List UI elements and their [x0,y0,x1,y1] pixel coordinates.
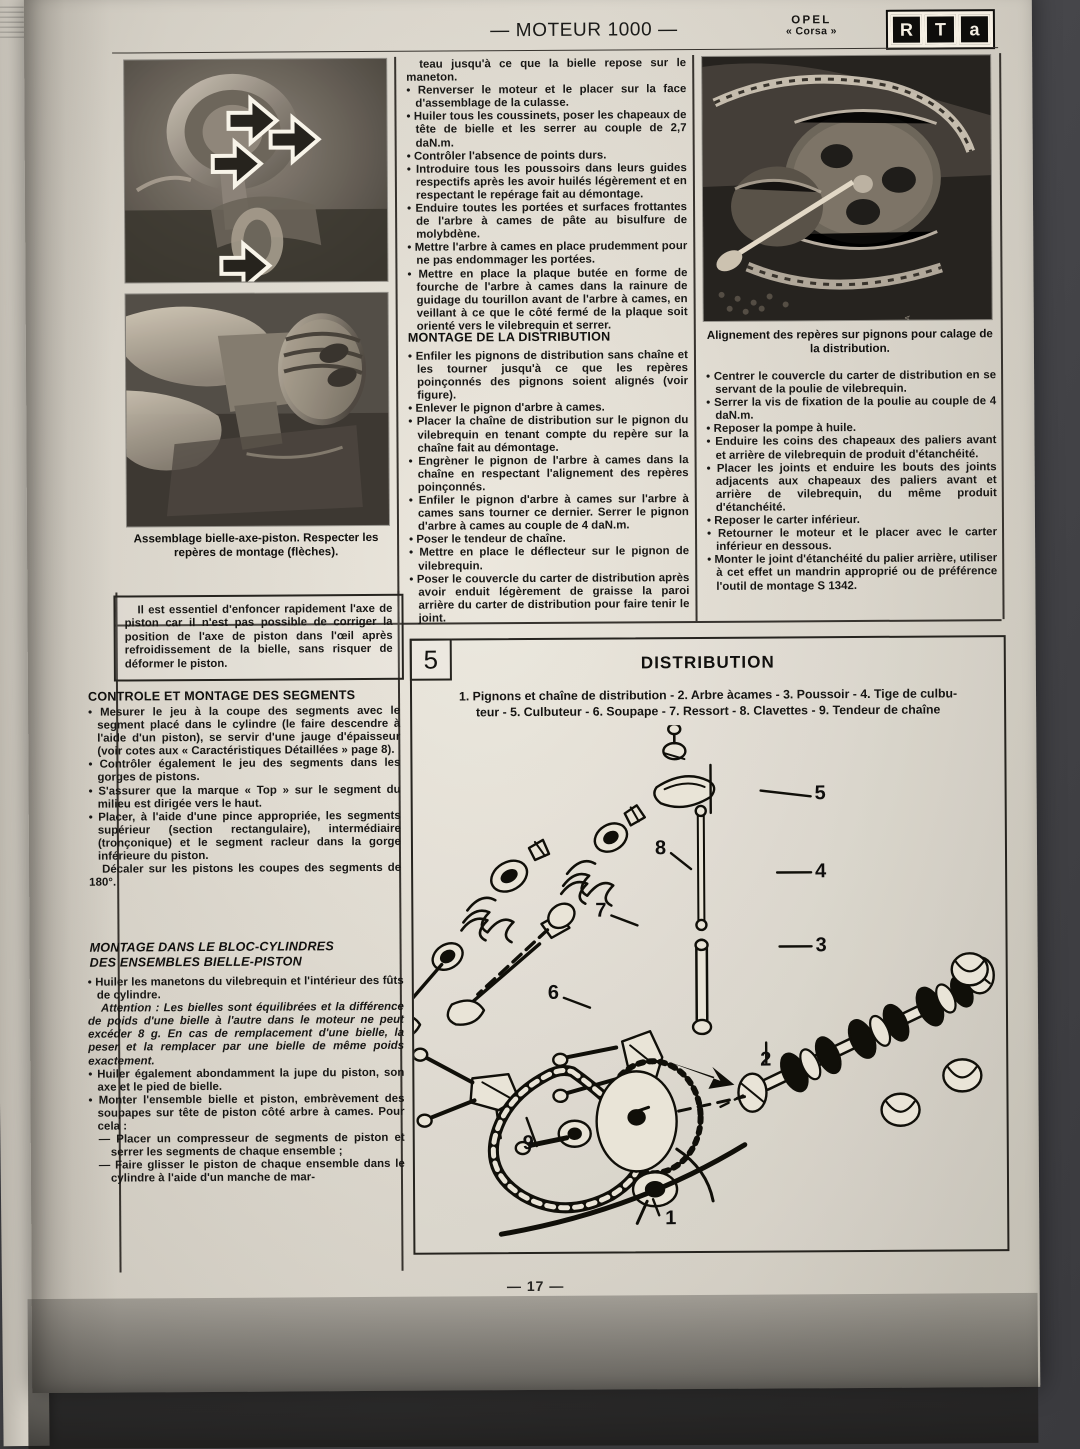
right-col-p7: • Retourner le moteur et le placer avec … [707,526,997,554]
left-col-block-1: • Mesurer le jeu à la coupe des segments… [88,705,401,890]
diagram-valve-train-inner [447,805,646,1024]
right-col-p8: • Monter le joint d'étanchéité du palier… [707,552,997,593]
rta-logo: R T a [886,9,995,50]
left-col-p7: • Huiler également abondamment la jupe d… [88,1066,404,1094]
caption-right-photo: Alignement des repères sur pignons pour … [704,327,996,357]
mid-col-q4: • Engrèner le pignon de l'arbre à cames … [409,454,689,495]
left-col-p8: • Monter l'ensemble bielle et piston, em… [88,1093,404,1134]
left-col-p6: • Huiler les manetons du vilebrequin et … [88,975,404,1003]
column-rule-right [692,55,697,621]
caption-left-photo: Assemblage bielle-axe-piston. Respecter … [119,531,393,561]
left-col-p4: • Placer, à l'aide d'une pince approprié… [89,810,401,864]
right-col-p5: • Placer les joints et enduire les bouts… [707,461,997,515]
brand-block: OPEL « Corsa » [786,14,837,37]
mid-col-block-bottom: • Enfiler les pignons de distribution sa… [408,349,690,626]
manual-page: — MOTEUR 1000 — OPEL « Corsa » R T a [24,0,1041,1393]
right-col-block: • Centrer le couvercle du carter de dist… [706,369,997,593]
page-title: — MOTEUR 1000 — [424,19,744,43]
left-col-p10: — Faire glisser le piston de chaque ense… [89,1158,405,1186]
figure-caption-line2: teur - 5. Culbuteur - 6. Soupape - 7. Re… [420,701,996,721]
mid-col-p7: • Mettre l'arbre à cames en place prudem… [407,240,687,268]
figure-title: DISTRIBUTION [412,651,1004,675]
figure-callout-3: 3 [815,934,826,957]
figure-callout-6: 6 [548,982,559,1005]
column-rule-outer [999,53,1004,619]
figure-callout-9: 9 [523,1132,534,1155]
left-col-attention: Attention : Les bielles sont équilibrées… [88,1001,404,1068]
rta-logo-letter-r: R [891,15,922,45]
figure-callout-2: 2 [760,1049,771,1072]
mid-col-p1: teau jusqu'à ce que la bielle repose sur… [406,57,686,85]
right-col-p4: • Enduire les coins des chapeaux des pal… [706,435,996,463]
diagram-push-rod [696,806,707,930]
figure-callout-7: 7 [595,900,606,923]
column-rule-left [394,57,399,623]
left-col-p5: Décaler sur les pistons les coupes des s… [89,862,401,890]
rta-logo-letter-a: a [959,14,990,44]
page-number: — 17 — [32,1275,1040,1297]
figure-callout-4: 4 [815,860,826,883]
left-col-block-2: • Huiler les manetons du vilebrequin et … [88,975,405,1186]
right-col-p2: • Serrer la vis de fixation de la poulie… [706,395,996,423]
left-col-p2: • Contrôler également le jeu des segment… [88,757,400,785]
figure-callout-1: 1 [665,1207,676,1230]
diagram-tappet [693,940,712,1034]
mid-col-q5: • Enfiler le pignon d'arbre à cames sur … [409,493,689,534]
photo-content-timing: PHOTO RTA [702,55,992,321]
figure-caption: 1. Pignons et chaîne de distribution - 2… [420,685,996,721]
mid-col-p3: • Huiler tous les coussinets, poser les … [406,109,686,150]
figure-distribution-box: 5 DISTRIBUTION 1. Pignons et chaîne de d… [410,635,1010,1255]
left-col-p9: — Placer un compresseur de segments de p… [89,1132,405,1160]
note-box-text: Il est essentiel d'enfoncer rapidement l… [124,603,392,672]
figure-callout-5: 5 [815,782,826,805]
rta-logo-letter-t: T [925,14,956,44]
mid-col-block-top: teau jusqu'à ce que la bielle repose sur… [406,57,688,334]
mid-col-p8: • Mettre en place la plaque butée en for… [407,267,687,334]
photo-content-piston [126,293,389,527]
mid-col-p5: • Introduire tous les poussoirs dans leu… [407,162,687,203]
heading-montage-distribution: MONTAGE DE LA DISTRIBUTION [408,329,688,345]
heading-montage-bloc-cylindres: MONTAGE DANS LE BLOC-CYLINDRES DES ENSEM… [90,939,406,971]
mid-col-q8: • Poser le couvercle du carter de distri… [409,572,689,626]
heading-controle-montage-segments: CONTROLE ET MONTAGE DES SEGMENTS [88,688,398,704]
brand-model: « Corsa » [786,26,837,37]
photo-timing-chain-marks: PHOTO RTA [702,55,992,321]
photo-content-rod [124,59,387,283]
right-col-p1: • Centrer le couvercle du carter de dist… [706,369,996,397]
mid-col-p2: • Renverser le moteur et le placer sur l… [406,83,686,111]
photo-piston-in-hand [126,293,389,527]
heading-montage-line2: DES ENSEMBLES BIELLE-PISTON [90,954,406,971]
photo-connecting-rod-assembly [124,59,387,283]
mid-col-q7: • Mettre en place le déflecteur sur le p… [409,545,689,573]
diagram-rocker-arm [654,724,714,813]
figure-callout-8: 8 [655,837,666,860]
mid-col-q1: • Enfiler les pignons de distribution sa… [408,349,688,403]
left-col-p3: • S'assurer que la marque « Top » sur le… [89,783,401,811]
note-box-piston-pin: Il est essentiel d'enfoncer rapidement l… [113,594,404,682]
svg-text:PHOTO RTA: PHOTO RTA [905,315,912,321]
mid-col-p6: • Enduire toutes les portées et surfaces… [407,201,687,242]
left-col-p1: • Mesurer le jeu à la coupe des segments… [88,705,400,759]
mid-col-q3: • Placer la chaîne de distribution sur l… [408,415,688,456]
figure-exploded-diagram [412,723,1007,1247]
